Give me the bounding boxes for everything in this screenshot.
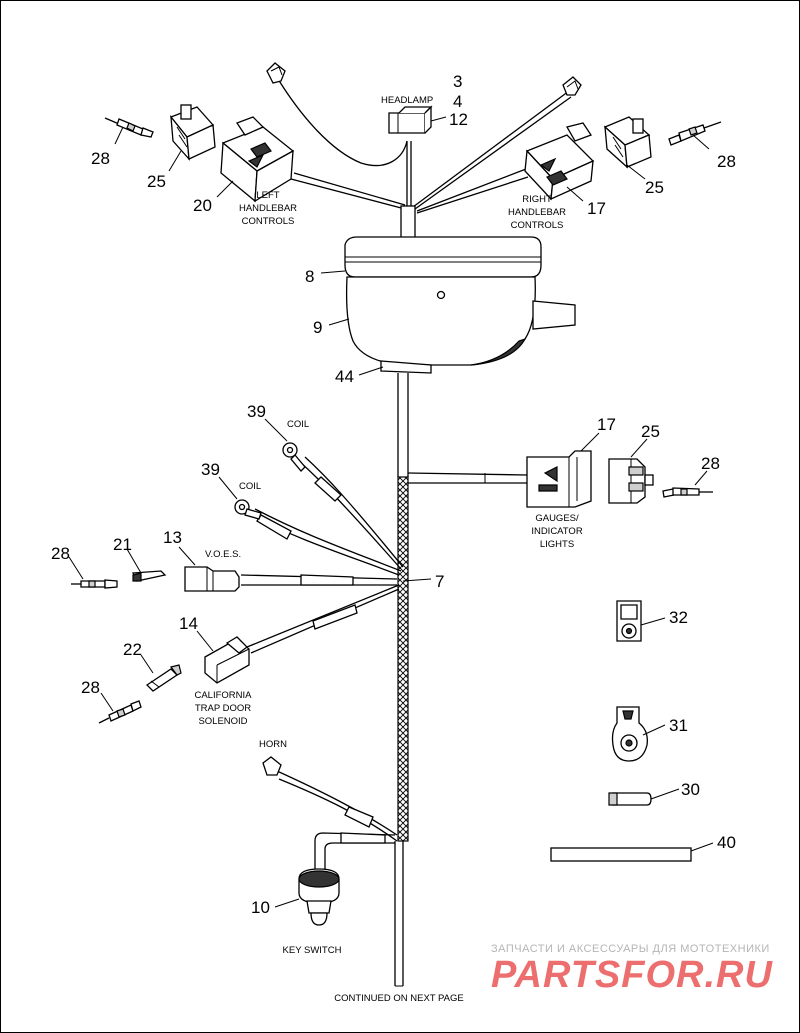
callout-40: 40 [717,833,736,852]
key-switch-10 [298,868,340,926]
leader-lines [68,116,714,908]
callout-20: 20 [193,196,212,215]
callout-8: 8 [305,267,314,286]
headlamp-housing [344,236,576,374]
caption-right-controls-1: RIGHT [522,194,552,205]
watermark: ЗАПЧАСТИ И АКСЕССУАРЫ ДЛЯ МОТОТЕХНИКИ PA… [491,943,773,996]
captions: HEADLAMP LEFT HANDLEBAR CONTROLS RIGHT H… [194,95,582,1004]
main-harness [394,373,409,987]
caption-headlamp: HEADLAMP [381,95,433,106]
caption-coil-lower: COIL [239,481,261,492]
callout-28-mid: 28 [701,454,720,473]
part-31 [611,706,648,762]
caption-california-2: TRAP DOOR [195,703,251,714]
caption-right-controls-2: HANDLEBAR [508,207,566,218]
caption-gauges-1: GAUGES/ [535,513,579,524]
connector-25-mid [608,458,654,504]
connector-17-gauges [526,450,592,508]
caption-key-switch: KEY SWITCH [283,945,342,956]
connector-20-left-handlebar [220,116,295,203]
callout-31: 31 [669,716,688,735]
caption-gauges-2: INDICATOR [531,526,583,537]
callout-30: 30 [681,780,700,799]
connector-17-right-handlebar [524,122,595,201]
wire-terminal-top-left [266,62,286,84]
caption-left-controls-1: LEFT [256,190,279,201]
callout-13: 13 [163,528,182,547]
caption-left-controls-3: CONTROLS [242,216,295,227]
watermark-caption: ЗАПЧАСТИ И АКСЕССУАРЫ ДЛЯ МОТОТЕХНИКИ [491,943,770,955]
caption-voes: V.O.E.S. [205,549,241,560]
callout-28-top-left: 28 [91,149,110,168]
callout-10: 10 [251,898,270,917]
solenoid-wire [246,584,400,654]
callout-28-left: 28 [51,544,70,563]
caption-california-1: CALIFORNIA [194,690,252,701]
coil-terminal-39-lower [234,499,262,520]
caption-left-controls-2: HANDLEBAR [239,203,297,214]
coil-wires [250,456,404,576]
caption-horn: HORN [259,739,287,750]
top-wires [277,78,572,240]
connector-25-top-left [169,104,216,161]
caption-continued: CONTINUED ON NEXT PAGE [334,993,464,1004]
callout-32: 32 [669,608,688,627]
terminal-28-left [71,579,118,589]
coil-terminal-39-upper [282,442,306,472]
connector-13-voes [184,566,240,592]
callout-17-mid: 17 [597,415,616,434]
terminal-28-mid [662,487,713,498]
callout-numbers: 3 4 12 28 25 20 17 25 28 8 9 44 39 39 17… [51,72,736,917]
callout-25-top-left: 25 [147,172,166,191]
voes-wire [240,574,398,586]
callout-4: 4 [453,92,462,111]
part-30 [608,792,652,806]
caption-coil-upper: COIL [287,419,309,430]
gauges-branch [407,472,528,484]
callout-17-top: 17 [587,199,606,218]
callout-21: 21 [113,535,132,554]
key-switch-wire [314,832,396,873]
terminal-28-lower-left [98,700,142,724]
caption-california-3: SOLENOID [198,716,247,727]
part-32 [616,600,642,642]
callout-7: 7 [435,572,444,591]
callout-39-lower: 39 [201,460,220,479]
terminal-28-top-left [104,117,154,138]
caption-right-controls-3: CONTROLS [511,220,564,231]
solenoid-14-california [204,636,250,684]
terminal-28-top-right [668,121,722,146]
callout-44: 44 [335,367,354,386]
callout-9: 9 [313,318,322,337]
callout-12: 12 [449,110,468,129]
horn-wire [262,756,398,842]
terminal-22 [145,664,182,692]
caption-gauges-3: LIGHTS [540,539,574,550]
headlamp-connector [388,105,433,134]
callout-3: 3 [453,72,462,91]
watermark-brand: PARTSFOR.RU [491,954,773,996]
connector-25-top-right [603,116,652,169]
callout-25-top-right: 25 [645,178,664,197]
callout-25-mid: 25 [641,422,660,441]
callout-14: 14 [179,614,198,633]
callout-28-top-right: 28 [717,152,736,171]
part-40 [550,847,692,862]
callout-22: 22 [123,640,142,659]
callout-39-upper: 39 [247,402,266,421]
callout-28-lower-left: 28 [81,678,100,697]
wire-terminal-top-right [562,76,582,96]
terminal-21 [131,570,167,582]
